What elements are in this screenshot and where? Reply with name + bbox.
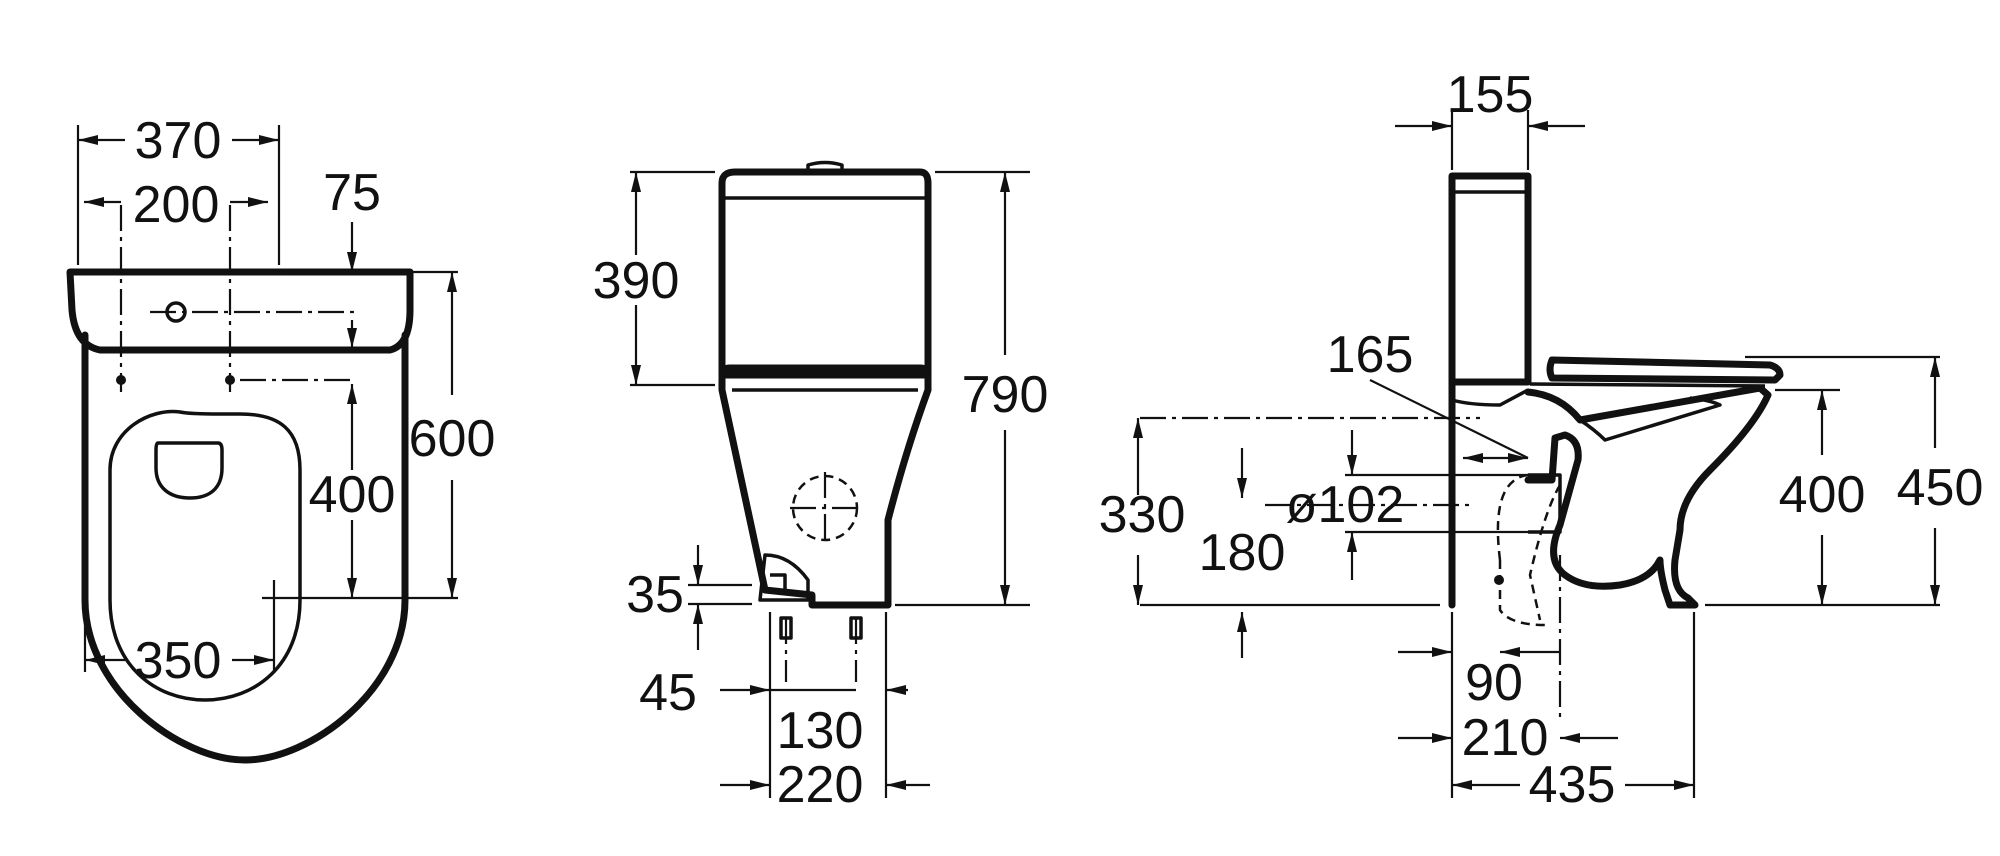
front-view-inlet-height: 35 <box>626 566 684 624</box>
top-view-tank <box>66 268 414 354</box>
side-view-seat <box>1546 356 1784 384</box>
front-view-fixing-spacing: 130 <box>777 702 864 760</box>
top-view-seat <box>108 409 302 702</box>
front-view-overall-height: 790 <box>962 366 1049 424</box>
side-view-seat-height: 450 <box>1897 459 1984 517</box>
top-view-seat-inner <box>154 441 224 500</box>
top-view-overall-depth: 600 <box>409 410 496 468</box>
side-view-wall-to-outlet-height: 330 <box>1099 486 1186 544</box>
side-view: 155 165 330 ø102 180 400 450 90 210 435 <box>1099 66 1984 814</box>
top-view-base-width: 350 <box>135 632 222 690</box>
side-view-outlet-offset: 165 <box>1327 326 1414 384</box>
side-view-overall-depth: 435 <box>1529 756 1616 814</box>
side-view-outlet-hidden <box>1496 473 1562 627</box>
side-view-rim-height: 400 <box>1779 466 1866 524</box>
top-view-fixing-spacing: 200 <box>133 176 220 234</box>
front-view-tank-height: 390 <box>593 252 680 310</box>
front-view-inlet-offset: 45 <box>639 664 697 722</box>
side-view-outlet-diameter: ø102 <box>1286 476 1405 534</box>
side-view-fixing <box>1494 575 1504 585</box>
top-view-fixing-to-front: 400 <box>309 466 396 524</box>
top-view-tank-offset: 75 <box>323 164 381 222</box>
top-view: 370 200 75 400 600 350 <box>66 112 496 764</box>
front-view-base <box>718 364 932 609</box>
top-view-overall-width: 370 <box>135 112 222 170</box>
side-view-floor-outlet-from-wall: 210 <box>1462 709 1549 767</box>
side-view-tank-depth: 155 <box>1447 66 1534 124</box>
top-view-bowl-outline <box>81 331 409 764</box>
side-view-outlet-center-height: 180 <box>1199 524 1286 582</box>
front-view: 390 790 35 45 130 220 <box>593 160 1049 814</box>
side-view-tank <box>1448 172 1532 386</box>
front-view-tank <box>718 168 932 379</box>
side-view-bowl <box>1524 384 1772 609</box>
side-view-outlet-from-wall: 90 <box>1465 654 1523 712</box>
front-view-base-width: 220 <box>777 756 864 814</box>
